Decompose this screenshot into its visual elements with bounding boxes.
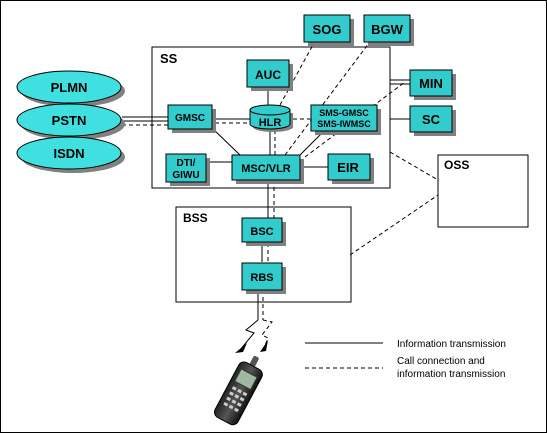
legend-dashed-label-line1: Call connection and — [397, 356, 485, 367]
sms-gmsc-label-line2: SMS-IWMSC — [317, 119, 371, 129]
node-bsc: BSC — [241, 217, 286, 246]
node-sms-gmsc: SMS-GMSC SMS-IWMSC — [310, 104, 381, 135]
pstn-label: PSTN — [52, 113, 87, 128]
sms-gmsc-label-line1: SMS-GMSC — [319, 108, 369, 118]
sc-label: SC — [422, 112, 441, 127]
legend-solid-label: Information transmission — [397, 339, 506, 350]
node-auc: AUC — [246, 59, 293, 91]
node-msc-vlr: MSC/VLR — [231, 154, 304, 184]
ss-group-label: SS — [160, 51, 178, 66]
msc-vlr-label: MSC/VLR — [241, 163, 291, 175]
dti-label-line2: GIWU — [172, 170, 199, 181]
network-plmn: PLMN — [16, 70, 125, 107]
node-dti-giwu: DTI/ GIWU — [165, 153, 210, 186]
oss-group-box — [437, 154, 529, 228]
mobile-phone-icon — [213, 355, 263, 426]
plmn-label: PLMN — [51, 80, 88, 95]
oss-group-label: OSS — [444, 158, 469, 172]
node-eir: EIR — [327, 153, 374, 184]
node-bgw: BGW — [363, 14, 414, 46]
auc-label: AUC — [255, 68, 281, 82]
node-sog: SOG — [303, 14, 354, 46]
bsc-label: BSC — [250, 226, 273, 238]
isdn-label: ISDN — [53, 146, 84, 161]
node-min: MIN — [409, 69, 456, 100]
node-hlr: HLR — [249, 104, 293, 132]
sog-label: SOG — [313, 22, 342, 37]
eir-label: EIR — [337, 160, 359, 175]
solid-links — [122, 79, 410, 351]
legend: Information transmission Call connection… — [305, 339, 506, 380]
node-sc: SC — [409, 105, 456, 136]
bgw-label: BGW — [371, 22, 404, 37]
dti-label-line1: DTI/ — [177, 158, 196, 169]
dashed-arrow-head — [260, 340, 268, 352]
min-label: MIN — [419, 76, 443, 91]
solid-arrow-head — [235, 343, 247, 353]
bss-group-label: BSS — [183, 211, 208, 225]
network-pstn: PSTN — [16, 103, 125, 140]
dashed-links — [122, 31, 439, 349]
node-rbs: RBS — [241, 262, 286, 294]
network-isdn: ISDN — [16, 136, 125, 173]
legend-dashed-label-line2: information transmission — [397, 369, 505, 380]
hlr-label: HLR — [259, 117, 282, 129]
gmsc-label: GMSC — [175, 113, 205, 124]
rbs-label: RBS — [250, 272, 273, 284]
node-gmsc: GMSC — [167, 104, 216, 133]
